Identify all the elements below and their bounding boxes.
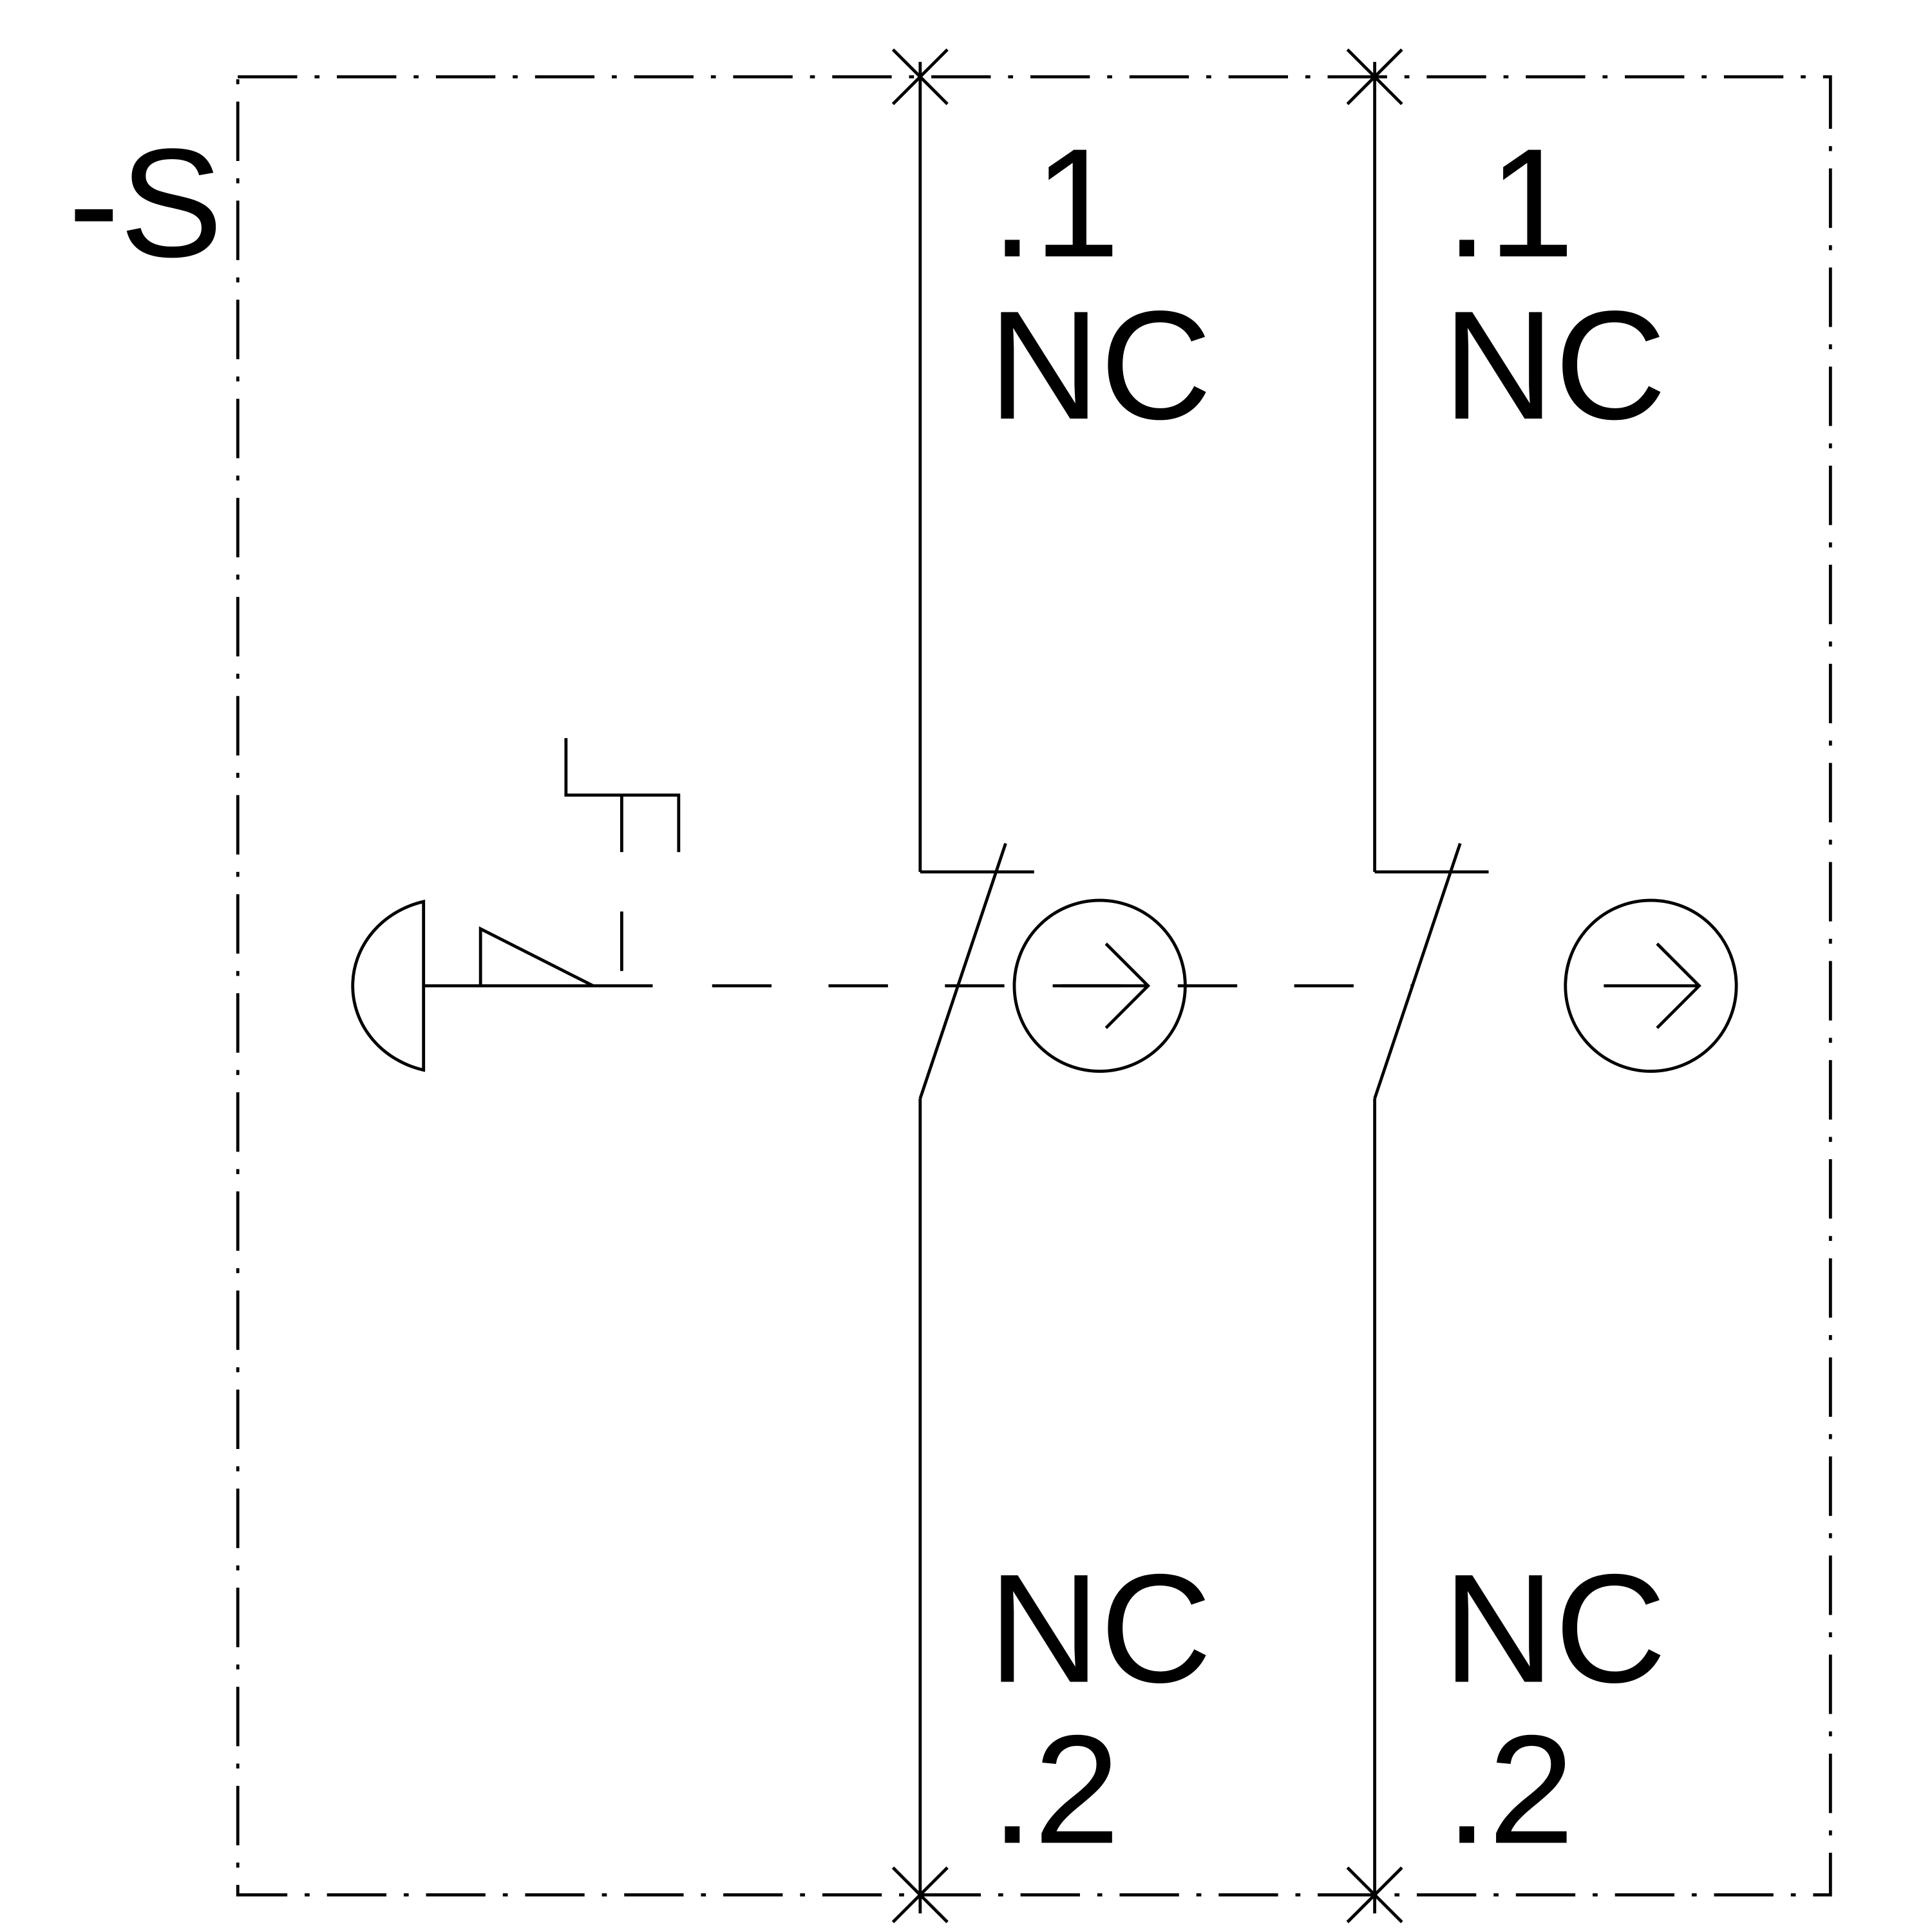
device-boundary-frame	[236, 75, 1832, 1897]
device-label: -S	[68, 116, 223, 289]
contact-2-top-type: NC	[1443, 278, 1666, 451]
latching-mechanism-icon	[564, 738, 681, 971]
contact-1-bottom-type: NC	[989, 1542, 1212, 1715]
contact-2-bottom-terminal: .2	[1445, 1703, 1574, 1876]
terminal-cross-icon	[1346, 1866, 1403, 1924]
terminal-cross-icon	[891, 48, 949, 106]
terminal-cross-icon	[891, 1866, 949, 1924]
positive-opening-icon	[1012, 898, 1187, 1073]
contact-1-top-type: NC	[989, 278, 1212, 451]
contact-1-bottom-terminal: .2	[990, 1703, 1119, 1876]
contact-1-top-terminal: .1	[990, 116, 1119, 289]
nc-contact-2	[1346, 48, 1738, 1924]
contact-2-top-terminal: .1	[1445, 116, 1574, 289]
contact-2-bottom-type: NC	[1443, 1542, 1666, 1715]
terminal-cross-icon	[1346, 48, 1403, 106]
positive-opening-icon	[1564, 898, 1738, 1073]
nc-contact-1	[891, 48, 1187, 1924]
mushroom-pushbutton-icon	[351, 899, 653, 1072]
